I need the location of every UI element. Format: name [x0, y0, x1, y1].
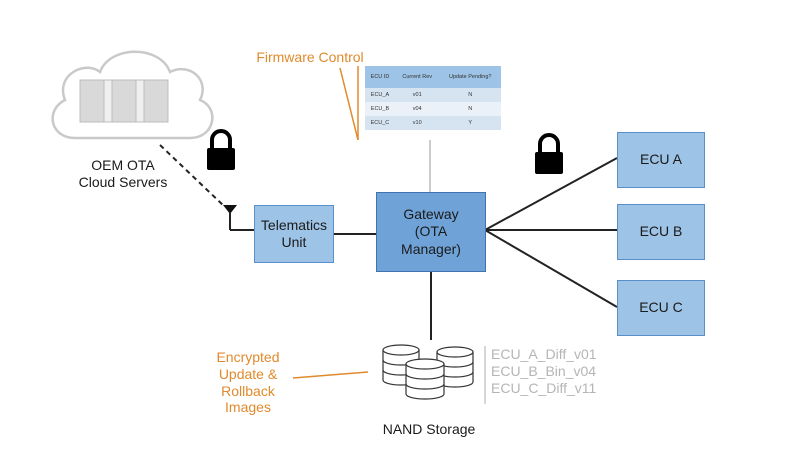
- antenna-icon: [223, 205, 255, 231]
- database-icon: [382, 344, 474, 400]
- encrypted-line1: Encrypted: [216, 349, 280, 365]
- firmware-table: ECU ID Current Rev Update Pending? ECU_A…: [365, 66, 501, 130]
- ecu-b-label: ECU B: [639, 223, 683, 240]
- cloud-label-line1: OEM OTA: [91, 157, 155, 173]
- ecu-b-box: ECU B: [617, 204, 705, 260]
- cloud-label-line2: Cloud Servers: [78, 173, 168, 190]
- storage-file-list: ECU_A_Diff_v01 ECU_B_Bin_v04 ECU_C_Diff_…: [491, 346, 651, 396]
- file-item: ECU_A_Diff_v01: [491, 346, 597, 362]
- file-item: ECU_B_Bin_v04: [491, 362, 597, 379]
- firmware-bracket: [339, 66, 359, 141]
- telematics-line2: Unit: [281, 234, 307, 250]
- gateway-ecu-c-link: [484, 229, 618, 308]
- ecu-c-box: ECU C: [617, 280, 705, 336]
- table-row: ECU_B v04 N: [365, 102, 501, 116]
- table-header: ECU ID: [365, 66, 395, 88]
- table-cell: ECU_A: [365, 88, 395, 102]
- encrypted-line2: Update &: [218, 365, 278, 382]
- table-header-row: ECU ID Current Rev Update Pending?: [365, 66, 501, 88]
- table-cell: v04: [394, 102, 440, 116]
- wireless-link: [159, 144, 226, 208]
- telematics-unit-box: Telematics Unit: [254, 205, 334, 263]
- table-cell: N: [439, 102, 501, 116]
- encrypted-line3: Rollback: [221, 382, 275, 399]
- table-row: ECU_C v10 Y: [365, 116, 501, 130]
- table-cell: v01: [394, 88, 440, 102]
- encrypted-line4: Images: [225, 399, 271, 416]
- telematics-line1: Telematics: [260, 216, 328, 233]
- ecu-c-label: ECU C: [639, 299, 683, 316]
- nand-storage-label: NAND Storage: [382, 421, 476, 437]
- gateway-box: Gateway (OTA Manager): [376, 192, 486, 272]
- table-cell: ECU_B: [365, 102, 395, 116]
- table-header: Current Rev: [394, 66, 440, 88]
- gateway-line3: Manager): [401, 240, 461, 257]
- encrypted-label: Encrypted Update & Rollback Images: [200, 349, 296, 416]
- cloud-label: OEM OTA Cloud Servers: [60, 157, 186, 191]
- gateway-line2: (OTA: [414, 223, 448, 240]
- table-header: Update Pending?: [439, 66, 501, 88]
- lock-icon: [207, 129, 235, 170]
- ecu-a-box: ECU A: [617, 132, 705, 188]
- server-icon: [79, 79, 169, 123]
- table-cell: Y: [439, 116, 501, 130]
- file-item: ECU_C_Diff_v11: [491, 379, 597, 396]
- table-cell: N: [439, 88, 501, 102]
- gateway-ecu-a-link: [484, 157, 618, 231]
- table-cell: v10: [394, 116, 440, 130]
- gateway-line1: Gateway: [403, 205, 459, 222]
- ecu-a-label: ECU A: [639, 151, 682, 168]
- firmware-control-title: Firmware Control: [256, 49, 364, 65]
- lock-icon: [535, 133, 563, 174]
- encrypted-bracket: [292, 371, 369, 379]
- table-cell: ECU_C: [365, 116, 395, 130]
- table-row: ECU_A v01 N: [365, 88, 501, 102]
